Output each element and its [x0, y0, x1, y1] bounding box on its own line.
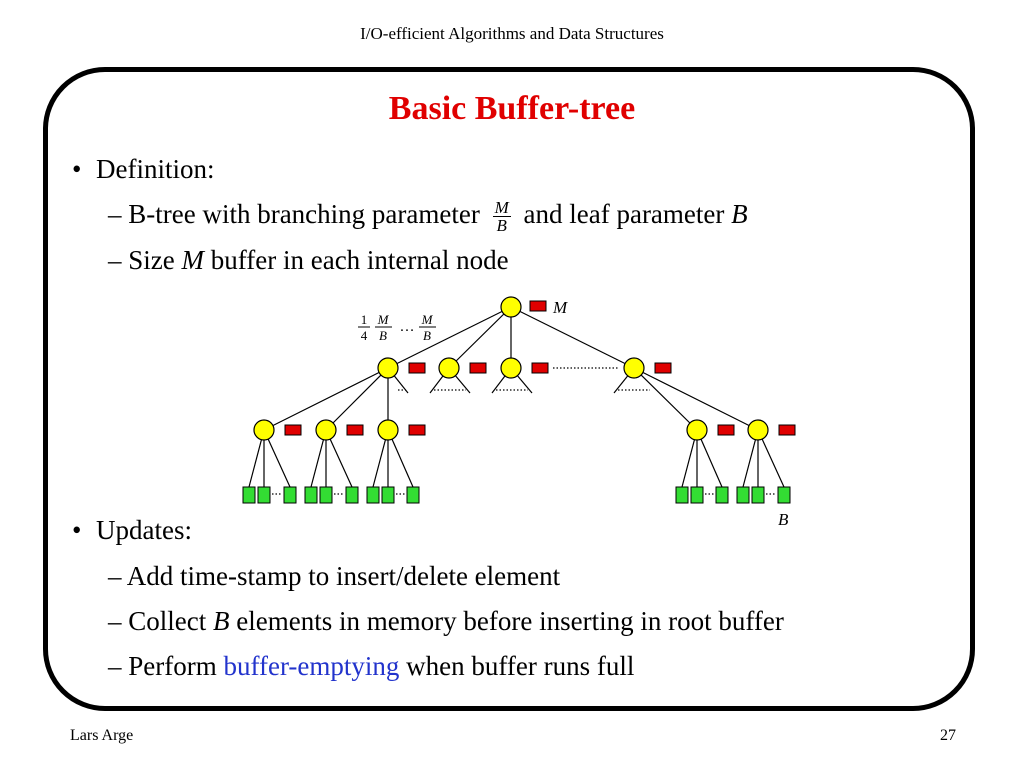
internal-node [747, 419, 769, 441]
sub-bullet-size-pre: – Size [108, 245, 175, 275]
fan-out-m: M [377, 312, 390, 327]
sub-bullet-branching: – B-tree with branching parameter M B an… [108, 199, 748, 234]
node-buffer [284, 424, 302, 436]
fan-out-b: B [379, 328, 387, 343]
internal-node [500, 357, 522, 379]
fan-out-label: 1 4 M B … M B [358, 312, 436, 343]
node-buffer [717, 424, 735, 436]
leaf-block [406, 486, 420, 504]
root-node [500, 296, 522, 318]
fan-out-m: M [421, 312, 434, 327]
leaf-block [675, 486, 689, 504]
leaf-block [304, 486, 318, 504]
bullet-definition: •Definition: [72, 154, 215, 184]
sub-bullet-perform: – Perform buffer-emptying when buffer ru… [108, 651, 634, 682]
leaf-block [257, 486, 271, 504]
leaf-block [283, 486, 297, 504]
variable-m: M [181, 245, 205, 275]
dotted-separators [272, 367, 776, 495]
sub-bullet-timestamp-text: – Add time-stamp to insert/delete elemen… [108, 561, 561, 591]
sub-bullet-size: – Size M buffer in each internal node [108, 245, 509, 276]
fraction-denominator: B [496, 216, 507, 236]
bullet-definition-label: Definition: [96, 154, 215, 184]
buffer-emptying-link[interactable]: buffer-emptying [223, 651, 400, 681]
tree-edges [248, 306, 785, 488]
node-buffer [654, 362, 672, 374]
sub-bullet-timestamp: – Add time-stamp to insert/delete elemen… [108, 561, 560, 592]
node-buffer [469, 362, 487, 374]
sub-bullet-perform-post: when buffer runs full [406, 651, 635, 681]
internal-node [686, 419, 708, 441]
leaf-block [345, 486, 359, 504]
leaf-block [690, 486, 704, 504]
sub-bullet-collect-post: elements in memory before inserting in r… [236, 606, 784, 636]
leaf-block [736, 486, 750, 504]
bullet-updates-label: Updates: [96, 515, 192, 545]
leaf-block [715, 486, 729, 504]
internal-node [438, 357, 460, 379]
footer-author: Lars Arge [70, 727, 134, 744]
leaf-block [751, 486, 765, 504]
leaf-block [777, 486, 791, 504]
sub-bullet-collect: – Collect B elements in memory before in… [108, 606, 784, 637]
leaf-block [242, 486, 256, 504]
tree-nodes [253, 296, 769, 441]
leaf-block [381, 486, 395, 504]
leaf-block [319, 486, 333, 504]
fraction-m-over-b: M B [492, 198, 511, 236]
node-buffer [346, 424, 364, 436]
leaf-size-label: B [778, 510, 789, 529]
root-buffer [529, 300, 547, 312]
variable-b: B [212, 606, 230, 636]
root-buffer-label: M [552, 298, 568, 317]
fraction-numerator: M [492, 198, 511, 218]
node-buffers [284, 300, 796, 436]
sub-bullet-leaf-text: and leaf parameter [523, 199, 725, 229]
slide-title: Basic Buffer-tree [388, 90, 636, 127]
node-buffer [531, 362, 549, 374]
sub-bullet-size-post: buffer in each internal node [210, 245, 509, 275]
variable-b: B [731, 199, 748, 229]
sub-bullet-collect-pre: – Collect [108, 606, 207, 636]
fan-out-b: B [423, 328, 431, 343]
internal-node [315, 419, 337, 441]
internal-node [377, 357, 399, 379]
course-title: I/O-efficient Algorithms and Data Struct… [360, 24, 664, 43]
page-number: 27 [940, 727, 956, 744]
internal-node [377, 419, 399, 441]
quarter-numerator: 1 [361, 312, 368, 327]
node-buffer [408, 424, 426, 436]
sub-bullet-branching-text: – B-tree with branching parameter [108, 199, 480, 229]
sub-bullet-perform-pre: – Perform [108, 651, 217, 681]
bullet-updates: •Updates: [72, 515, 192, 545]
slide-frame [43, 67, 975, 711]
leaf-block [366, 486, 380, 504]
node-buffer [408, 362, 426, 374]
node-buffer [778, 424, 796, 436]
internal-node [623, 357, 645, 379]
internal-node [253, 419, 275, 441]
tree-leaves [242, 486, 791, 504]
quarter-denominator: 4 [361, 328, 368, 343]
fan-out-ellipsis: … [400, 319, 415, 335]
